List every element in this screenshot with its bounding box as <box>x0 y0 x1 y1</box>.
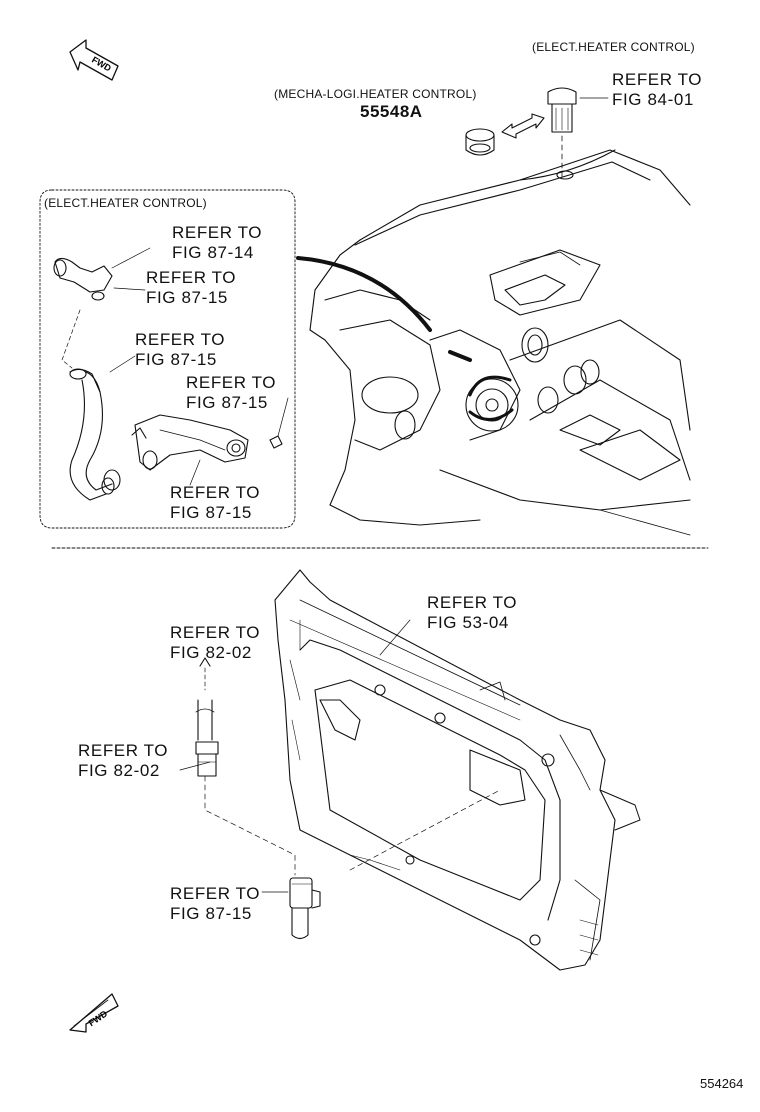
inset-box <box>39 189 296 529</box>
instrument-panel <box>309 149 691 536</box>
elect-heater-note-top: (ELECT.HEATER CONTROL) <box>532 40 695 54</box>
interchange-arrow-icon <box>501 113 545 139</box>
callout-fig-82-02-b: REFER TO FIG 82-02 <box>78 741 168 781</box>
mecha-heater-knob-part <box>465 128 495 156</box>
callout-refer: REFER TO <box>170 483 261 502</box>
connector-harness-part <box>195 657 501 876</box>
heater-hose-part <box>69 368 121 501</box>
callout-fig: FIG 87-15 <box>170 503 252 522</box>
radiator-support-frame <box>274 569 641 971</box>
callout-fig-87-15-d: REFER TO FIG 87-15 <box>170 483 260 523</box>
callout-fig: FIG 82-02 <box>170 643 252 662</box>
temperature-sensor-part <box>289 877 321 940</box>
callout-refer: REFER TO <box>135 330 226 349</box>
callout-refer: REFER TO <box>170 623 261 642</box>
callout-fig-87-15-bottom: REFER TO FIG 87-15 <box>170 884 260 924</box>
callout-fig-87-15-a: REFER TO FIG 87-15 <box>146 268 236 308</box>
diagram-id: 554264 <box>700 1076 744 1091</box>
mecha-heater-note: (MECHA-LOGI.HEATER CONTROL) <box>274 87 477 101</box>
heater-valve-part <box>53 257 113 301</box>
callout-fig-84-01: REFER TO FIG 84-01 <box>612 70 702 110</box>
clip-screw-part <box>269 397 289 449</box>
callout-fig-87-14: REFER TO FIG 87-14 <box>172 223 262 263</box>
heater-pipe-bracket-part <box>131 414 249 471</box>
callout-fig-53-04: REFER TO FIG 53-04 <box>427 593 517 633</box>
callout-refer: REFER TO <box>612 70 703 89</box>
callout-fig: FIG 87-15 <box>135 350 217 369</box>
callout-fig: FIG 87-15 <box>170 904 252 923</box>
elect-heater-switch-part <box>547 87 577 133</box>
part-number-55548a: 55548A <box>360 102 423 121</box>
callout-refer: REFER TO <box>427 593 518 612</box>
callout-fig: FIG 87-15 <box>186 393 268 412</box>
fwd-arrow-top-icon <box>69 39 119 81</box>
fwd-arrow-bottom-icon <box>69 993 119 1033</box>
callout-fig: FIG 87-14 <box>172 243 254 262</box>
callout-refer: REFER TO <box>172 223 263 242</box>
elect-heater-note-inset: (ELECT.HEATER CONTROL) <box>44 196 207 210</box>
callout-refer: REFER TO <box>78 741 169 760</box>
callout-refer: REFER TO <box>146 268 237 287</box>
callout-fig: FIG 82-02 <box>78 761 160 780</box>
callout-fig-87-15-c: REFER TO FIG 87-15 <box>186 373 276 413</box>
callout-fig-82-02-a: REFER TO FIG 82-02 <box>170 623 260 663</box>
callout-refer: REFER TO <box>186 373 277 392</box>
callout-fig: FIG 84-01 <box>612 90 694 109</box>
callout-fig-87-15-b: REFER TO FIG 87-15 <box>135 330 225 370</box>
callout-refer: REFER TO <box>170 884 261 903</box>
callout-fig: FIG 87-15 <box>146 288 228 307</box>
callout-fig: FIG 53-04 <box>427 613 509 632</box>
